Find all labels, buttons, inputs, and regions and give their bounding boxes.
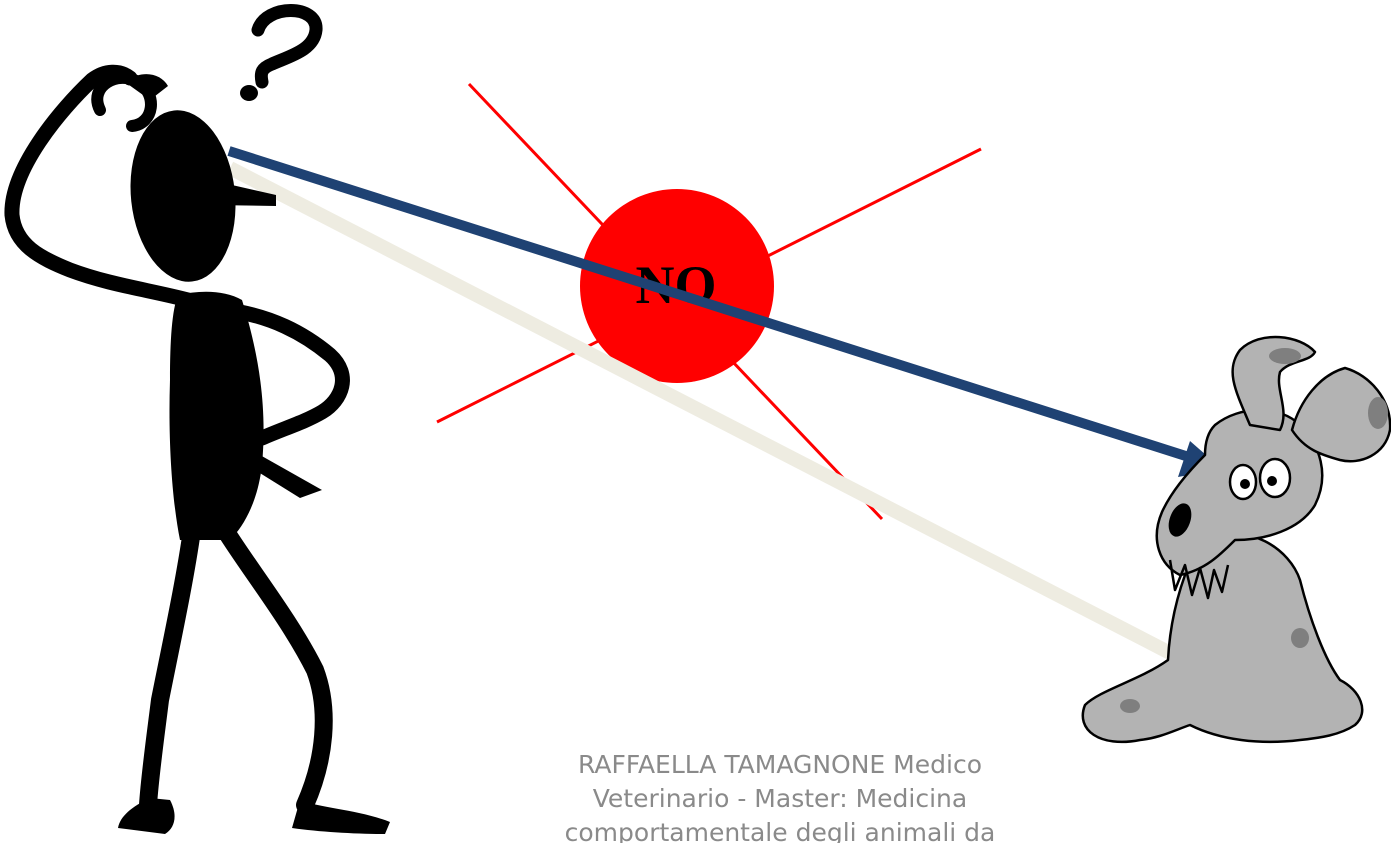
no-badge: NO <box>580 189 774 383</box>
dog-spot-3 <box>1291 628 1309 648</box>
person-right-leg <box>225 530 324 805</box>
dog-spot-1 <box>1269 348 1301 364</box>
question-mark-icon <box>240 11 316 102</box>
person-left-foot <box>118 798 175 834</box>
dog-pupil-right <box>1267 476 1277 486</box>
person-torso <box>169 292 263 540</box>
person-hand <box>125 74 168 100</box>
dog-pupil-left <box>1240 479 1250 489</box>
question-mark-curve <box>258 11 316 83</box>
dog-icon <box>1083 337 1390 742</box>
dog-spot-4 <box>1120 699 1140 713</box>
question-mark-dot <box>240 85 258 101</box>
footer-credit: RAFFAELLA TAMAGNONE Medico Veterinario -… <box>520 748 1040 843</box>
person-right-foot <box>292 800 390 834</box>
dog-spot-2 <box>1368 397 1388 429</box>
person-left-leg <box>148 530 192 805</box>
person-hip <box>255 455 322 498</box>
